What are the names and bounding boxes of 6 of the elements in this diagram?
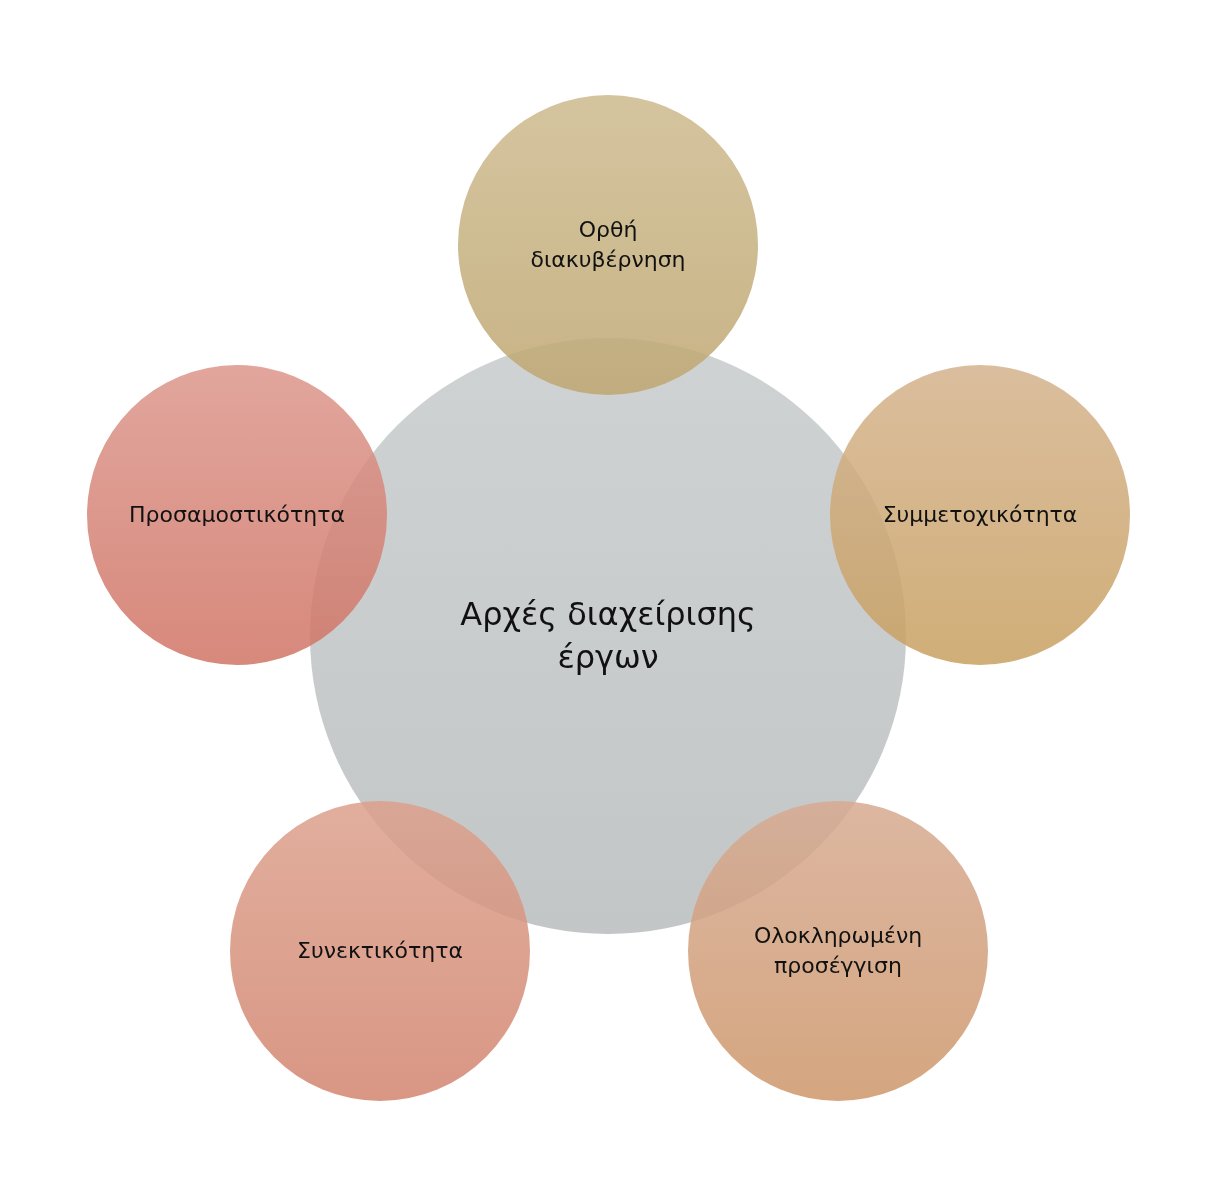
title-label: Αρχές διαχείρισης έργων [459,593,757,678]
principle-label: Συμμετοχικότητα [881,501,1079,530]
principle-label: Συνεκτικότητα [296,937,464,966]
principle-label: Προσαμοστικότητα [128,501,346,530]
principle-label: Ορθή διακυβέρνηση [529,216,687,274]
principle-label: Ολοκληρωμένη προσέγγιση [752,922,924,980]
